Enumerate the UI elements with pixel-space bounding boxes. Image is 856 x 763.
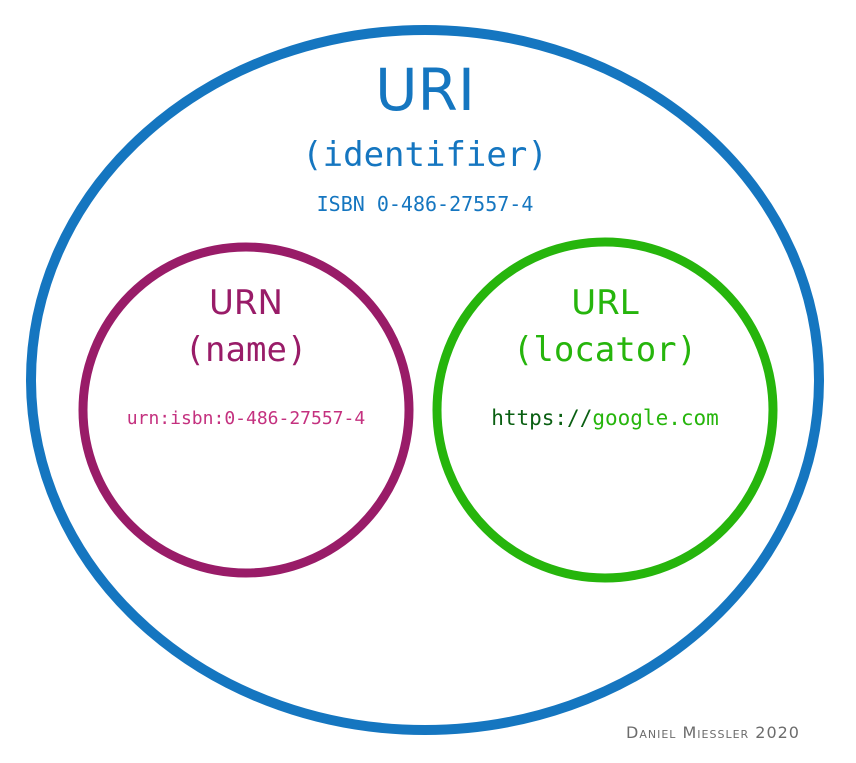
uri-circle [26, 25, 824, 735]
url-example: https://google.com [491, 406, 719, 430]
uri-title: URI [375, 56, 475, 124]
url-circle [432, 237, 778, 583]
url-title: URL [571, 283, 639, 323]
urn-subtitle: (name) [185, 330, 308, 370]
credit-caption: Daniel Miessler 2020 [626, 723, 800, 742]
url-example-scheme: https:// [491, 406, 592, 430]
urn-example: urn:isbn:0-486-27557-4 [127, 408, 365, 429]
uri-example: ISBN 0-486-27557-4 [317, 192, 534, 216]
uri-subtitle: (identifier) [302, 135, 548, 175]
urn-circle [78, 242, 414, 578]
urn-title: URN [209, 283, 283, 323]
url-subtitle: (locator) [513, 330, 697, 370]
url-example-host: google.com [592, 406, 718, 430]
